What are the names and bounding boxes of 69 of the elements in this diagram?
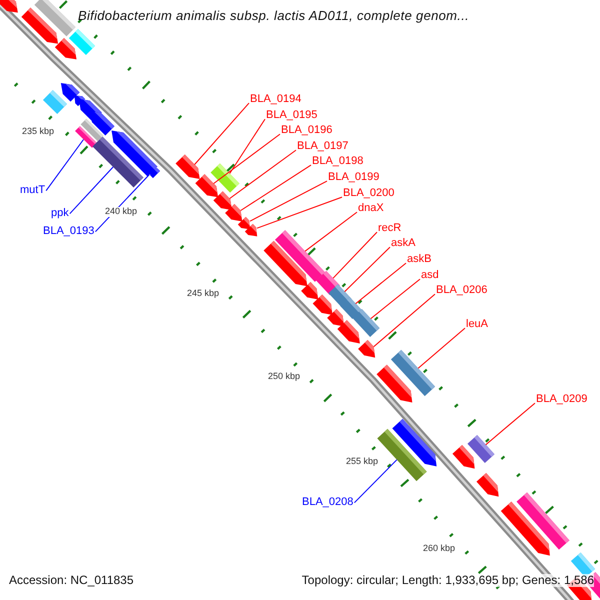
leader-line [304,212,358,252]
gene-label: BLA_0209 [536,393,588,406]
leader-line [250,180,328,222]
gene-label: BLA_0200 [343,187,394,200]
leader-line [355,262,406,304]
gene-label: leuA [466,318,488,330]
tick-label: 255 kbp [346,457,378,467]
tick-label: 240 kbp [105,207,138,217]
gene-label: recR [378,222,402,234]
pointed-gene-block [176,154,200,179]
pointed-gene-block [21,8,58,44]
pointed-gene-block [312,294,333,315]
leader-line [229,118,266,174]
tick-label: 245 kbp [187,289,220,299]
leader-line [46,139,84,192]
pointed-gene-block [358,340,376,358]
leader-line [256,196,342,229]
pointed-gene-block [195,174,218,198]
leader-line [485,402,536,446]
title: Bifidobacterium animalis subsp. lactis AD011, complete genom... [78,9,470,24]
pointed-gene-block [301,282,318,300]
gene-label: dnaX [358,202,384,214]
summary-text: Topology: circular; Length: 1,933,695 bp; Genes: 1,586 [302,574,594,588]
gene-label: BLA_0208 [302,496,354,508]
gene-bar [42,90,68,114]
leader-line [213,134,280,184]
gene-label: askB [407,253,432,266]
tick-label: 250 kbp [268,372,300,382]
leader-line [344,246,390,292]
gene-label: BLA_0195 [266,109,318,122]
pointed-gene-block [337,320,360,344]
gene-label: asd [421,269,439,282]
gene-label: BLA_0193 [43,225,94,238]
pointed-gene-block [476,472,499,497]
gene-label: askA [391,237,416,250]
leader-line [69,166,114,214]
leader-line [354,459,398,504]
pointed-gene-block [244,224,258,236]
pointed-gene-block [0,0,18,13]
pointed-gene-block [238,216,250,230]
pointed-gene-block [54,38,77,60]
gene-label: BLA_0194 [250,93,302,106]
pointed-gene-block [112,130,158,176]
pointed-gene-block [452,445,475,469]
gene-label: BLA_0199 [328,171,380,184]
leader-line [418,328,466,369]
pointed-gene-block [213,191,232,210]
pointed-gene-block [392,418,437,466]
gene-bar [80,118,104,142]
pointed-gene-block [376,364,412,403]
gene-label: BLA_0206 [436,284,488,296]
gene-label: ppk [51,207,69,220]
tick-label: 260 kbp [423,544,456,554]
accession-text: Accession: NC_011835 [9,574,134,588]
leader-line [332,232,378,279]
leader-line [240,164,312,211]
pointed-gene-block [225,204,242,222]
gene-label: BLA_0197 [297,140,348,152]
gene-label: BLA_0196 [281,124,332,136]
gene-label: mutT [20,184,46,196]
gene-label: BLA_0198 [312,155,364,168]
leader-line [373,294,436,348]
pointed-gene-block [500,502,550,556]
pointed-gene-block [264,240,308,286]
leader-line [370,278,420,320]
leader-line [194,102,250,165]
pointed-gene-block [327,309,344,327]
tick-label: 235 kbp [22,127,54,137]
leader-line [229,150,296,199]
